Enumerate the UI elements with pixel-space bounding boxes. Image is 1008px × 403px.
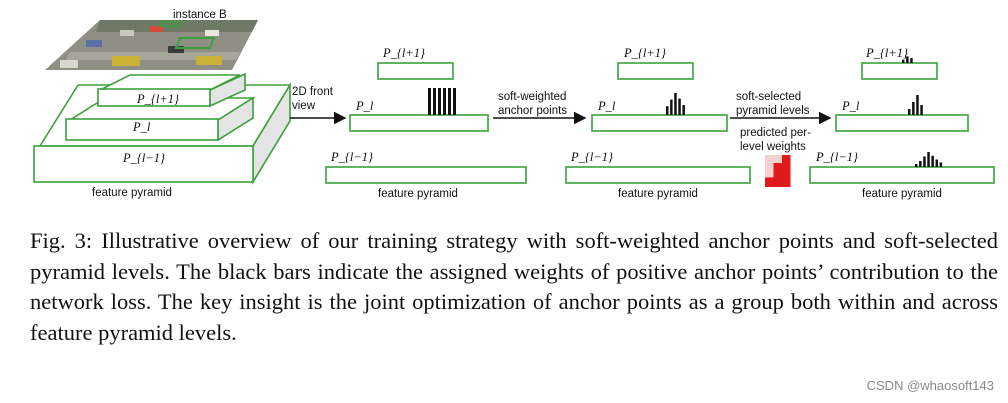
- stage2-label-top: P_{l+1}: [623, 46, 666, 60]
- stage2-label-bottom: P_{l−1}: [570, 150, 613, 164]
- stage1-caption: feature pyramid: [378, 188, 458, 200]
- stage1-pyramid: P_{l+1} P_l P_{l−1} feature pyramid: [325, 46, 527, 200]
- level-weight-bar-1: [773, 163, 782, 187]
- arrow3-label-line2: pyramid levels: [736, 105, 810, 117]
- stage1-label-top: P_{l+1}: [382, 46, 425, 60]
- instance-bbox: [174, 37, 216, 49]
- arrow-front-view: 2D front view: [290, 86, 347, 125]
- stage3-label-mid: P_l: [841, 99, 860, 113]
- stage2-level-bottom: [565, 166, 751, 184]
- stage3-level-top: [861, 62, 938, 80]
- stage3-bottom-bar-0: [915, 164, 918, 167]
- stage3-mid-bar-2: [916, 95, 919, 115]
- arrow2-label-line1: soft-weighted: [498, 91, 566, 103]
- stage3-label-top: P_{l+1}: [865, 46, 908, 60]
- watermark: CSDN @whaosoft143: [866, 378, 994, 393]
- pyramid-mid-front: [65, 118, 219, 141]
- figure-caption: Fig. 3: Illustrative overview of our tra…: [30, 228, 998, 345]
- stage1-bar-5: [453, 88, 456, 115]
- stage3-mid-bar-1: [912, 102, 915, 115]
- stage3-top-bar-2: [910, 58, 913, 63]
- stage1-bar-2: [438, 88, 441, 115]
- stage2-level-top: [617, 62, 694, 80]
- predicted-weights-label-line2: level weights: [740, 141, 806, 153]
- arrow1-label-line2: view: [292, 100, 316, 112]
- pyramid-caption: feature pyramid: [92, 187, 172, 199]
- stage2-bar-0: [666, 106, 669, 115]
- arrow1-label-line1: 2D front: [292, 86, 334, 98]
- pyramid-label-bottom: P_{l−1}: [122, 151, 165, 165]
- stage2-bars: [666, 93, 685, 115]
- stage3-bottom-bar-2: [923, 156, 926, 167]
- pyramid-label-mid: P_l: [132, 120, 151, 134]
- stage3-mid-bar-0: [908, 109, 911, 115]
- stage3-caption: feature pyramid: [862, 188, 942, 200]
- stage3-bottom-bar-6: [939, 162, 943, 167]
- pyramid-top-front: [97, 88, 211, 107]
- stage1-bar-0: [428, 88, 431, 115]
- instance-label: instance B: [173, 9, 227, 21]
- pyramid-bottom-front: [33, 145, 254, 183]
- stage1-bar-3: [443, 88, 446, 115]
- stage1-level-top: [377, 62, 454, 80]
- stage3-mid-bars: [908, 95, 923, 115]
- stage2-bar-2: [674, 93, 677, 115]
- stage1-level-mid: [349, 114, 489, 132]
- stage2-caption: feature pyramid: [618, 188, 698, 200]
- stage1-bar-1: [433, 88, 436, 115]
- stage3-bottom-bar-5: [935, 159, 938, 167]
- stage1-level-bottom: [325, 166, 527, 184]
- stage2-pyramid: P_{l+1} P_l P_{l−1} feature pyramid: [565, 46, 751, 200]
- predicted-level-weights-chart: [765, 155, 791, 187]
- stage3-bottom-bar-1: [919, 161, 922, 167]
- stage1-bar-4: [448, 88, 451, 115]
- stage3-bottom-bar-3: [927, 152, 930, 167]
- stage1-label-mid: P_l: [355, 99, 374, 113]
- stage2-level-mid: [591, 114, 728, 132]
- training-strategy-diagram: P_{l+1} P_l P_{l−1} feature pyramid inst…: [33, 9, 995, 200]
- arrow3-label-line1: soft-selected: [736, 91, 801, 103]
- feature-pyramid-3d: P_{l+1} P_l P_{l−1} feature pyramid: [33, 72, 292, 199]
- arrow-soft-weighted: soft-weighted anchor points: [493, 91, 587, 125]
- stage3-bottom-bars: [915, 152, 943, 167]
- stage2-bar-3: [678, 98, 681, 115]
- stage3-top-bar-0: [902, 59, 905, 63]
- stage3-mid-bar-3: [920, 105, 923, 115]
- stage3-level-bottom: [809, 166, 995, 184]
- stage3-top-bar-1: [906, 56, 909, 63]
- stage3-bottom-bar-4: [931, 155, 934, 167]
- stage2-label-mid: P_l: [597, 99, 616, 113]
- level-weight-bar-0: [765, 177, 774, 187]
- arrow-soft-selected: soft-selected pyramid levels predicted p…: [730, 91, 832, 187]
- stage1-label-bottom: P_{l−1}: [330, 150, 373, 164]
- stage3-label-bottom: P_{l−1}: [815, 150, 858, 164]
- predicted-weights-label-line1: predicted per-: [740, 127, 811, 139]
- stage3-pyramid: P_{l+1} P_l P_{l−1} feature pyramid: [809, 46, 995, 200]
- arrow2-label-line2: anchor points: [498, 105, 567, 117]
- stage3-top-bars: [902, 56, 913, 63]
- stage1-bars: [428, 88, 456, 115]
- stage2-bar-1: [670, 99, 673, 115]
- level-weight-bar-2: [782, 155, 791, 187]
- instance-image: instance B: [45, 9, 258, 70]
- pyramid-label-top: P_{l+1}: [136, 92, 179, 106]
- stage2-bar-4: [682, 105, 685, 115]
- stage3-level-mid: [835, 114, 969, 132]
